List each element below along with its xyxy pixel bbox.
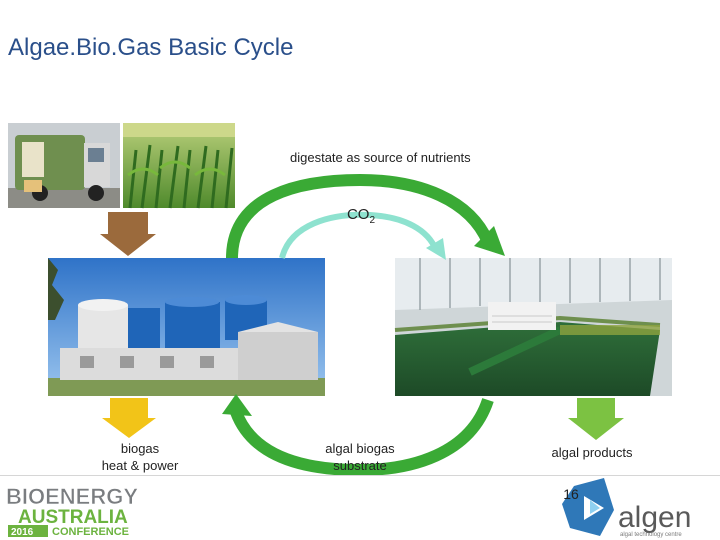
biogas-output-arrow — [102, 398, 156, 438]
algal-substrate-arrow-head — [222, 394, 252, 416]
brand-name: algen — [618, 501, 691, 534]
co2-arrow — [279, 211, 439, 259]
co2-arrow-head — [426, 238, 446, 260]
algal-biogas-label-line-1: algal biogas — [325, 441, 395, 456]
digestate-arrow — [226, 173, 494, 259]
biogas-label-line-1: biogas — [120, 441, 160, 456]
biogas-label-line-2: heat & power — [101, 458, 179, 473]
footer-divider — [0, 475, 720, 476]
algal-biogas-label-line-2: substrate — [333, 458, 387, 473]
biogas-label: biogas heat & power — [70, 440, 210, 474]
garbage-truck-photo — [8, 123, 120, 208]
algal-products-arrow — [568, 398, 624, 440]
feedstock-arrow — [100, 212, 156, 256]
logo-line-1: BIOENERGY — [6, 484, 138, 509]
bioenergy-australia-logo: BIOENERGY AUSTRALIA 2016 CONFERENCE — [6, 484, 139, 538]
logo-conference: CONFERENCE — [52, 526, 129, 538]
algen-logo: algen algal technology centre — [562, 478, 691, 538]
logo-line-2: AUSTRALIA — [18, 507, 128, 528]
page-number: 16 — [563, 486, 579, 502]
co2-main: CO — [346, 206, 370, 223]
page-title: Algae.Bio.Gas Basic Cycle — [8, 34, 294, 61]
digestate-label: digestate as source of nutrients — [290, 150, 471, 165]
algal-biogas-label: algal biogas substrate — [290, 440, 430, 474]
algal-substrate-arrow — [230, 397, 494, 477]
algal-products-label: algal products — [551, 445, 633, 460]
co2-label: CO2 — [336, 206, 386, 229]
biogas-plant-photo — [48, 258, 325, 396]
brand-tagline: algal technology centre — [620, 532, 682, 538]
algae-greenhouse-photo — [394, 258, 672, 396]
co2-subscript: 2 — [369, 215, 376, 226]
corn-field-photo — [123, 123, 235, 209]
logo-year: 2016 — [11, 527, 34, 538]
digestate-arrow-head — [474, 226, 505, 256]
